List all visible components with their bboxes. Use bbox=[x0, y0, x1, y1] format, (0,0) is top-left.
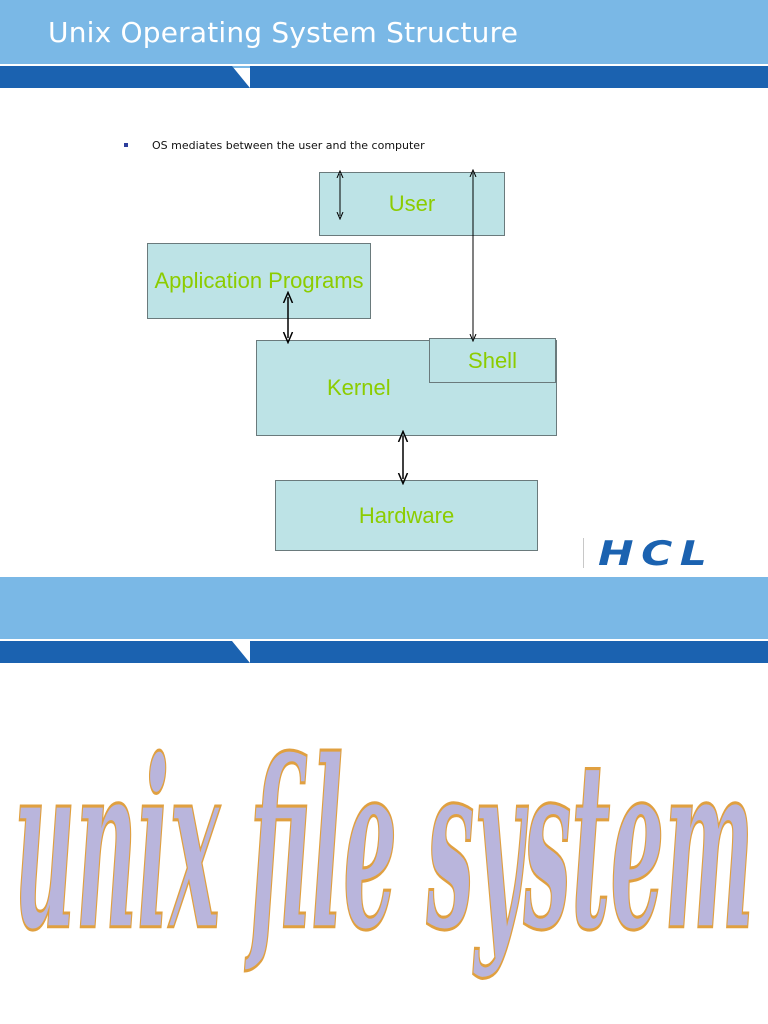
box-apps-label: Application Programs bbox=[154, 268, 364, 293]
box-hardware: Hardware bbox=[275, 480, 538, 551]
bullet-text: OS mediates between the user and the com… bbox=[152, 139, 425, 152]
wordart-title: unix file system bbox=[13, 708, 755, 984]
hcl-logo: HCL bbox=[598, 534, 715, 574]
header-accent-band bbox=[0, 66, 250, 88]
box-user-label: User bbox=[388, 191, 436, 216]
box-shell: Shell bbox=[429, 338, 556, 383]
box-application-programs: Application Programs bbox=[147, 243, 371, 319]
header-divider bbox=[0, 64, 768, 66]
box-kernel-label: Kernel bbox=[327, 375, 391, 400]
box-hardware-label: Hardware bbox=[358, 502, 455, 528]
slide2-header-accent-band-right bbox=[250, 641, 768, 663]
wordart-text: unix file system bbox=[14, 709, 754, 982]
slide2-header-divider bbox=[0, 639, 768, 641]
box-shell-label: Shell bbox=[468, 347, 517, 373]
header-accent-band-right bbox=[250, 66, 768, 88]
logo-divider bbox=[583, 538, 584, 568]
bullet-marker bbox=[124, 143, 128, 147]
slide2-header-accent-band bbox=[0, 641, 250, 663]
slide-title: Unix Operating System Structure bbox=[48, 16, 519, 49]
diagram-arrows bbox=[0, 0, 768, 580]
slide-header-bar bbox=[0, 0, 768, 68]
slide2-header-bar bbox=[0, 577, 768, 641]
